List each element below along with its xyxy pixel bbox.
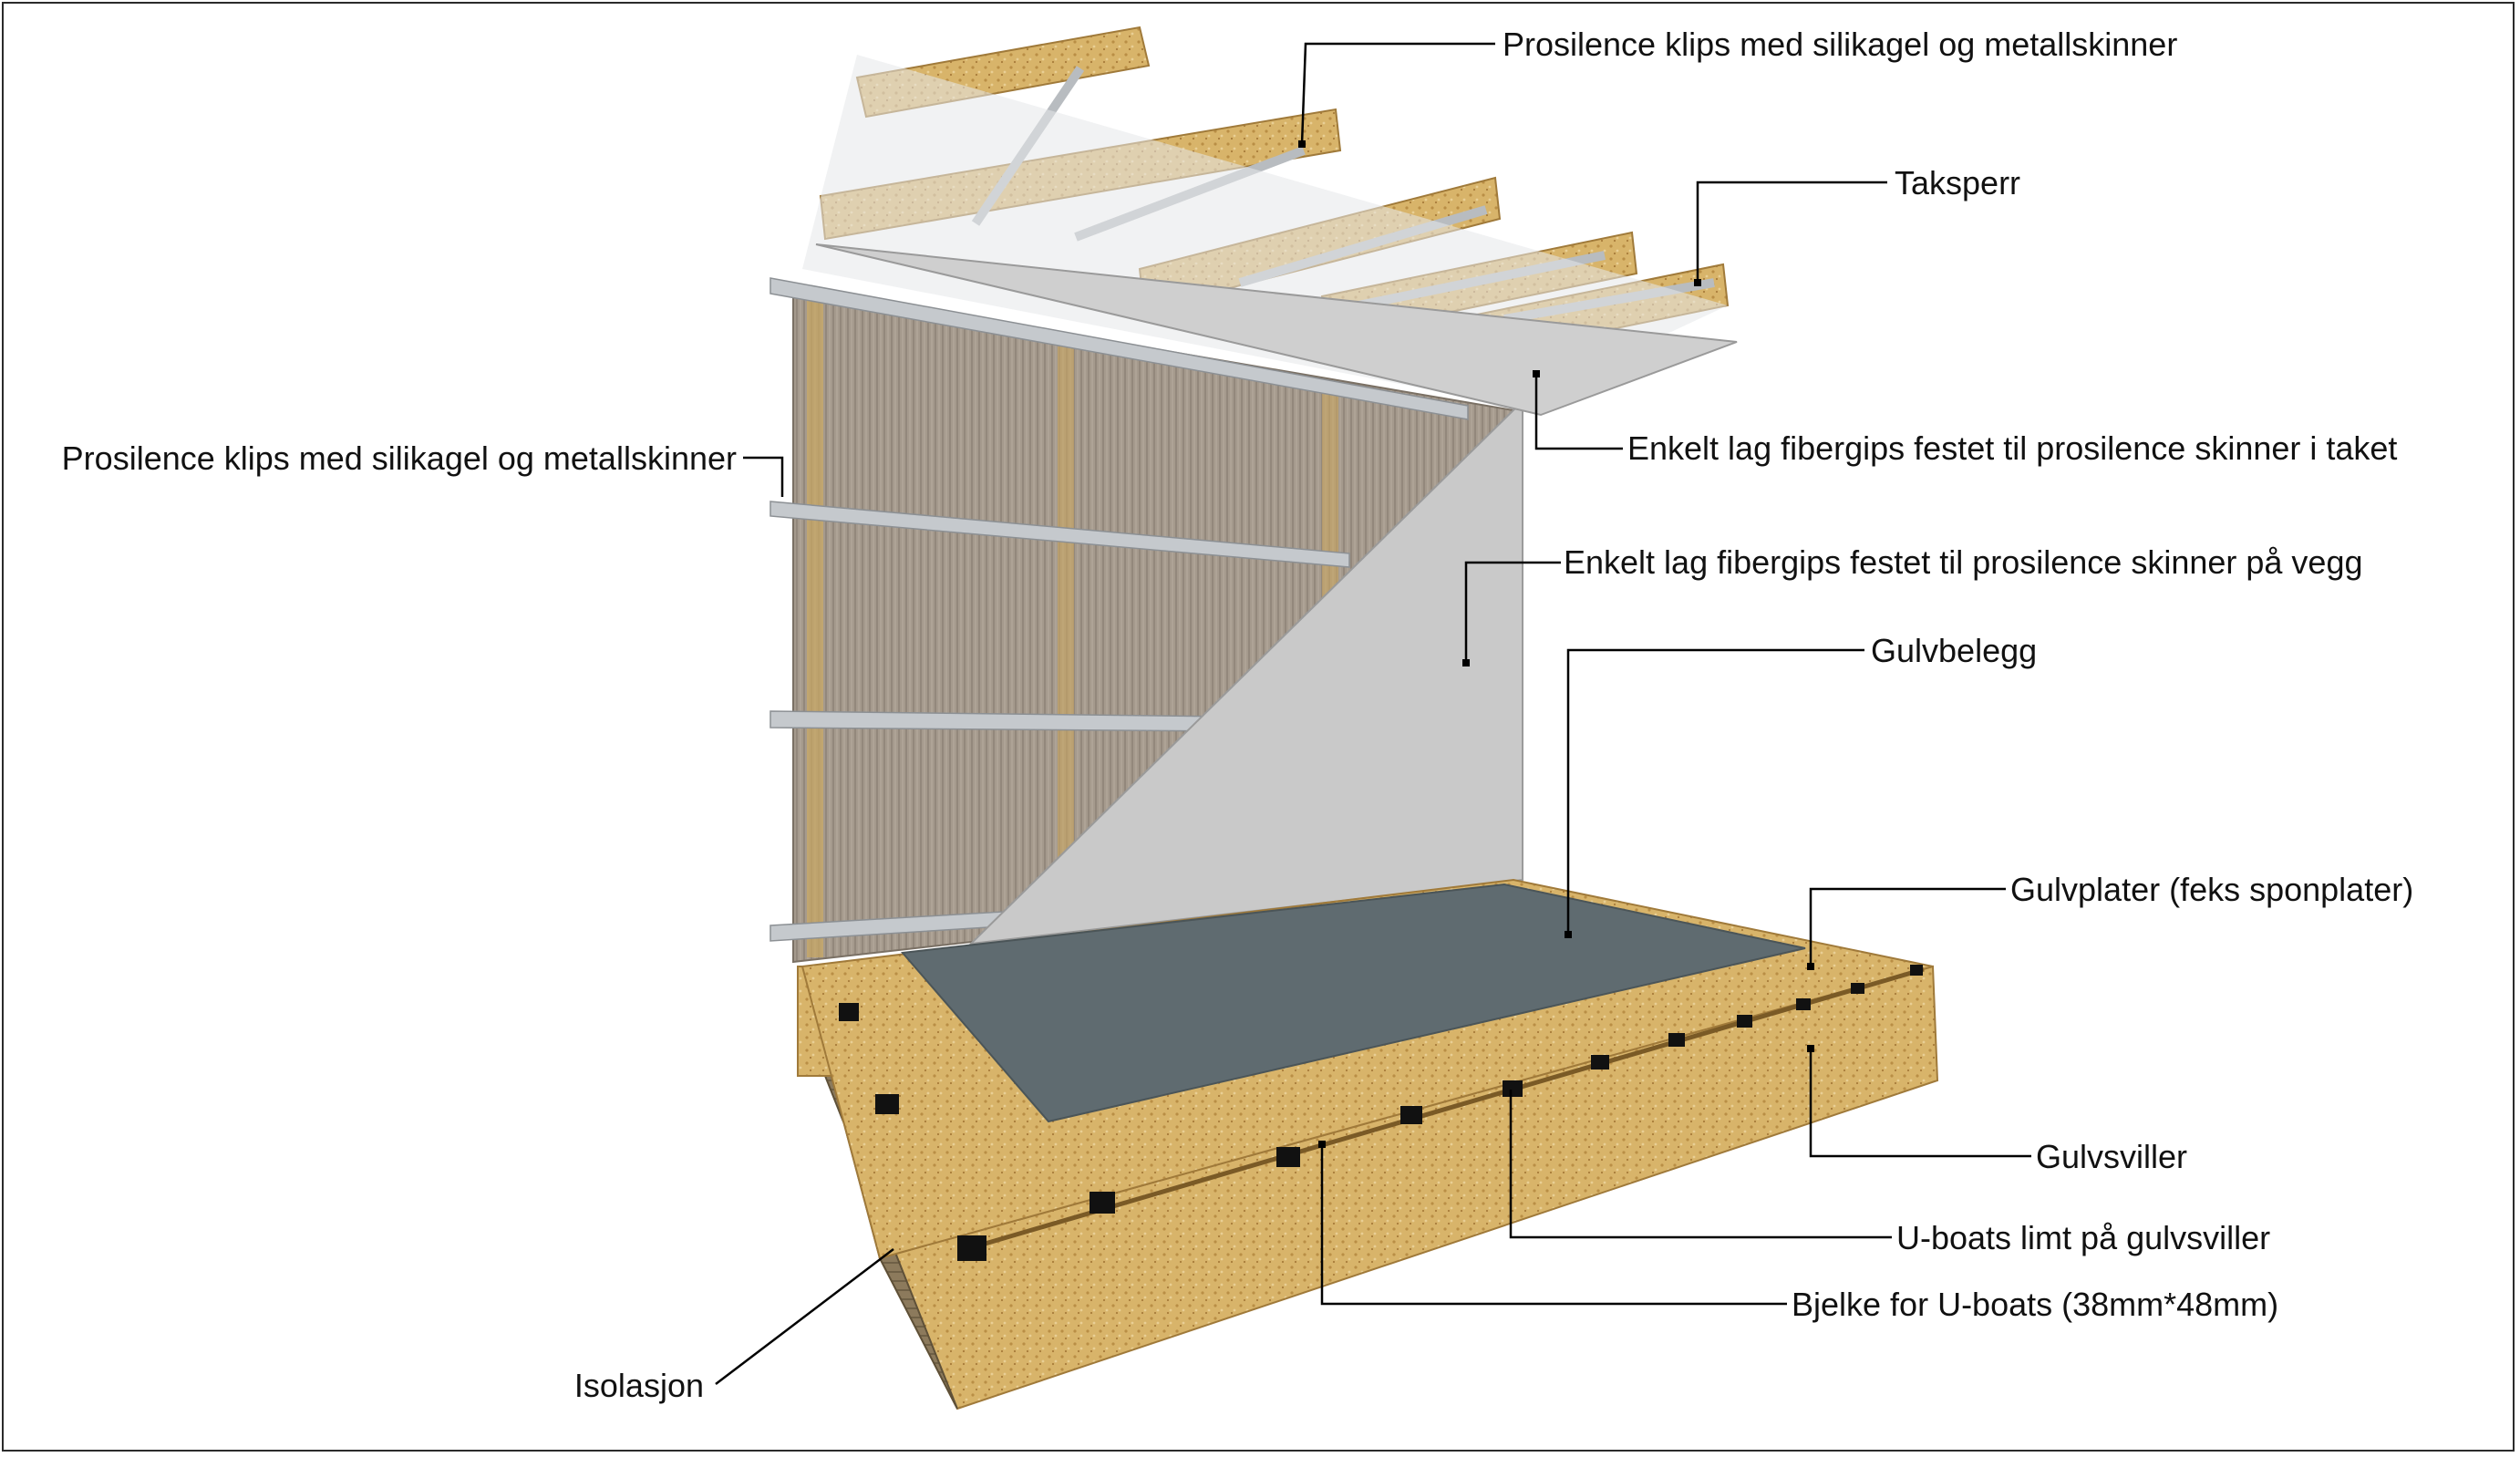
ceiling-gypsum-board: [815, 243, 1738, 417]
leader-floor-sills: [1809, 1049, 2031, 1158]
leader-lines: [715, 42, 2031, 1385]
leader-dot: [1565, 931, 1572, 938]
leader-ceiling-clips: [1300, 42, 1495, 145]
label-beam: Bjelke for U-boats (38mm*48mm): [1792, 1286, 2278, 1323]
leader-wall-board: [1464, 561, 1561, 663]
leader-dot: [1807, 963, 1814, 970]
leader-floor-plates: [1809, 887, 2006, 966]
uboat: [1851, 983, 1864, 994]
wall-stud-1: [807, 301, 823, 957]
leader-dot: [1462, 659, 1470, 666]
leader-beam: [1320, 1144, 1787, 1306]
uboat-beam: [966, 966, 1925, 1252]
label-wall-board: Enkelt lag fibergips festet til prosilen…: [1564, 543, 2362, 581]
wall-stud-2: [1058, 346, 1074, 930]
uboat: [957, 1235, 986, 1261]
leader-dot: [1318, 1141, 1326, 1148]
uboat: [1910, 965, 1923, 976]
uboat: [1591, 1055, 1609, 1070]
uboat: [839, 1003, 859, 1021]
label-floor-plates: Gulvplater (feks sponplater): [2010, 871, 2413, 908]
label-ceiling-clips: Prosilence klips med silikagel og metall…: [1503, 26, 2177, 63]
leader-dot: [1694, 279, 1701, 286]
uboat: [1400, 1106, 1422, 1124]
floor-covering: [901, 883, 1806, 1123]
wall-rail-1: [769, 277, 1469, 420]
uboat: [1737, 1015, 1752, 1028]
uboat: [1668, 1033, 1685, 1047]
leader-dots: [1298, 140, 1814, 1148]
leader-rafters: [1696, 181, 1887, 283]
leader-uboats: [1509, 1090, 1892, 1239]
leader-insulation: [715, 1248, 894, 1385]
label-rafters: Taksperr: [1895, 164, 2020, 202]
uboat: [1276, 1147, 1300, 1167]
label-uboats: U-boats limt på gulvsviller: [1896, 1219, 2270, 1256]
label-floor-covering: Gulvbelegg: [1871, 632, 2037, 669]
label-insulation: Isolasjon: [574, 1367, 704, 1404]
uboat: [1090, 1192, 1115, 1214]
uboat: [1503, 1080, 1523, 1097]
leader-dot: [1533, 370, 1540, 377]
uboat: [875, 1094, 899, 1114]
leader-floor-covering: [1566, 648, 1864, 935]
leader-wall-clips: [743, 456, 784, 497]
label-wall-clips: Prosilence klips med silikagel og metall…: [62, 439, 737, 477]
leader-dot: [1807, 1045, 1814, 1052]
label-ceiling-board: Enkelt lag fibergips festet til prosilen…: [1627, 429, 2397, 467]
uboat: [1796, 998, 1811, 1010]
wall-rails: [769, 277, 1469, 942]
uboats: [839, 965, 1923, 1261]
label-floor-sills: Gulvsviller: [2036, 1138, 2187, 1175]
leader-ceiling-board: [1534, 374, 1623, 450]
leader-dot: [1298, 140, 1306, 148]
wall-rail-2: [769, 501, 1350, 568]
